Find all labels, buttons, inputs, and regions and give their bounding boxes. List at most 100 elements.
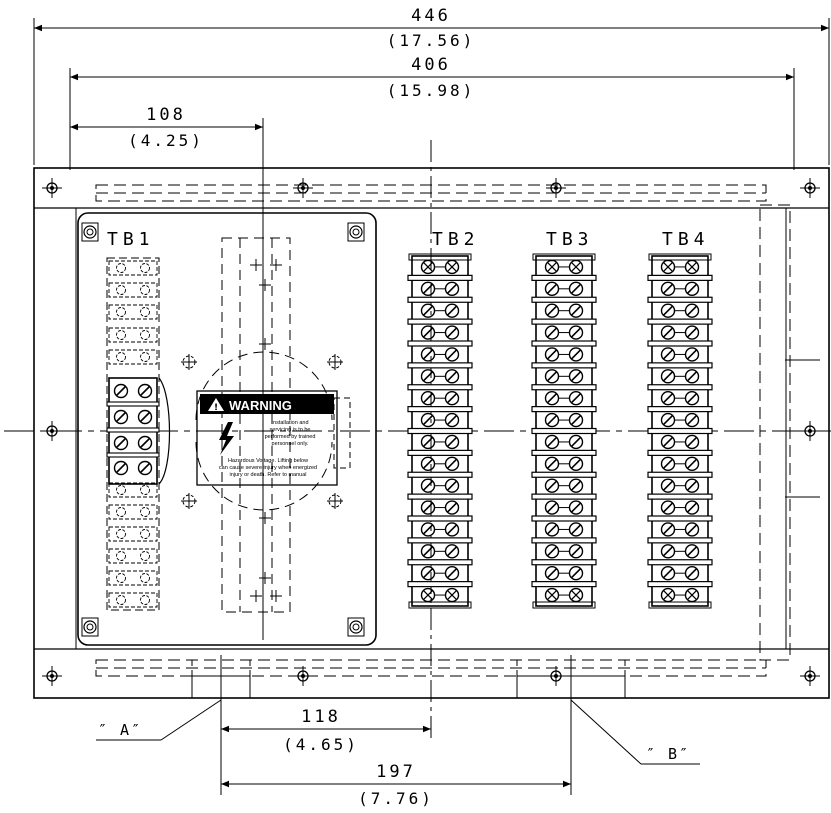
terminal-slot [108, 504, 158, 520]
terminal-screw-icon [568, 259, 584, 275]
terminal-barrier [407, 471, 473, 478]
terminal-screw-icon [444, 347, 460, 362]
terminal-screw-icon [660, 369, 676, 384]
warning-text-line: can cause severe injury when energized [219, 465, 317, 471]
terminal-screw-icon [568, 347, 584, 362]
terminal-screw-icon [137, 409, 153, 425]
terminal-screw-icon [660, 325, 676, 340]
terminal-screw-icon [420, 522, 436, 537]
terminal-screw-icon [660, 500, 676, 515]
terminal-screw-icon [544, 434, 560, 450]
terminal-screw-icon [660, 565, 676, 581]
dimension-overall-width: 446 (17.56) [33, 6, 830, 165]
terminal-screw-icon [684, 565, 700, 581]
terminal-screw-icon [113, 460, 129, 476]
terminal-screw-icon [140, 551, 150, 561]
mounting-hole-icon [41, 177, 63, 199]
terminal-screw-icon [140, 285, 150, 295]
terminal-barrier [407, 384, 473, 391]
terminal-screw-icon [137, 460, 153, 476]
terminal-screw-icon [568, 500, 584, 515]
terminal-barrier [647, 274, 713, 281]
mounting-hole-icon [799, 177, 821, 199]
terminal-screw-icon [140, 307, 150, 317]
terminal-barrier [647, 493, 713, 500]
terminal-screw-icon [660, 456, 676, 472]
terminal-screw-icon [684, 544, 700, 559]
terminal-screw-icon [544, 369, 560, 384]
terminal-screw-icon [544, 390, 560, 406]
terminal-barrier [531, 471, 597, 478]
warning-text-line: personnel only. [272, 441, 309, 447]
terminal-barrier [407, 318, 473, 325]
terminal-screw-icon [140, 263, 150, 273]
terminal-screw-icon [444, 303, 460, 318]
terminal-screw-icon [684, 347, 700, 362]
detail-b-callout: ″ B″ [516, 658, 700, 765]
dimension-mounting-width: 406 (15.98) [69, 55, 795, 170]
terminal-barrier [407, 449, 473, 456]
terminal-barrier [407, 515, 473, 522]
terminal-barrier [647, 362, 713, 369]
terminal-screw-icon [444, 522, 460, 537]
terminal-screw-icon [544, 544, 560, 559]
mounting-hole-icon [799, 420, 821, 442]
terminal-barrier [531, 406, 597, 413]
terminal-screw-icon [568, 544, 584, 559]
tb4-terminal-block [647, 253, 713, 609]
terminal-screw-icon [420, 369, 436, 384]
terminal-screw-icon [660, 478, 676, 493]
warning-text-line: servicing is to be [270, 427, 311, 433]
terminal-barrier [407, 340, 473, 347]
warning-text-line: Installation and [272, 420, 309, 426]
terminal-screw-icon [568, 303, 584, 318]
terminal-screw-icon [684, 390, 700, 406]
terminal-barrier [531, 318, 597, 325]
terminal-screw-icon [684, 434, 700, 450]
terminal-screw-icon [544, 347, 560, 362]
terminal-barrier [407, 559, 473, 566]
tb1-offset-mm: 108 [146, 105, 186, 125]
dimension-detail-b-offset: 197 (7.76) [221, 655, 572, 808]
mounting-hole-icon [799, 665, 821, 687]
warning-text-line: injury or death. Refer to manual [229, 472, 306, 478]
terminal-screw-icon [444, 478, 460, 493]
terminal-screw-icon [137, 383, 153, 399]
terminal-barrier [407, 537, 473, 544]
terminal-screw-icon [444, 259, 460, 275]
mounting-width-inch: (15.98) [387, 81, 475, 100]
terminal-screw-icon [684, 500, 700, 515]
terminal-screw-icon [568, 412, 584, 428]
terminal-screw-icon [544, 303, 560, 318]
detail-a-offset-inch: (4.65) [283, 735, 359, 754]
terminal-screw-icon [116, 285, 126, 295]
terminal-barrier [647, 318, 713, 325]
terminal-screw-icon [684, 587, 700, 603]
svg-text:!: ! [214, 403, 218, 413]
terminal-screw-icon [444, 456, 460, 472]
warning-text-line: performed by trained [265, 434, 316, 440]
terminal-screw-icon [544, 456, 560, 472]
terminal-barrier [531, 515, 597, 522]
terminal-barrier [531, 274, 597, 281]
terminal-screw-icon [568, 390, 584, 406]
warning-heading: WARNING [229, 398, 292, 413]
tb4-label: TB4 [662, 229, 710, 250]
detail-a-callout: ″ A″ [96, 658, 251, 741]
corner-screw-icon [347, 222, 365, 242]
terminal-barrier [647, 384, 713, 391]
terminal-barrier [647, 296, 713, 303]
terminal-screw-icon [420, 456, 436, 472]
terminal-screw-icon [544, 259, 560, 275]
terminal-screw-icon [444, 565, 460, 581]
terminal-screw-icon [660, 390, 676, 406]
tb3-terminal-block [531, 253, 597, 609]
terminal-screw-icon [544, 522, 560, 537]
terminal-screw-icon [684, 303, 700, 318]
terminal-screw-icon [684, 259, 700, 275]
tb1-terminal-strip [106, 257, 171, 611]
terminal-screw-icon [140, 507, 150, 517]
terminal-screw-icon [420, 478, 436, 493]
